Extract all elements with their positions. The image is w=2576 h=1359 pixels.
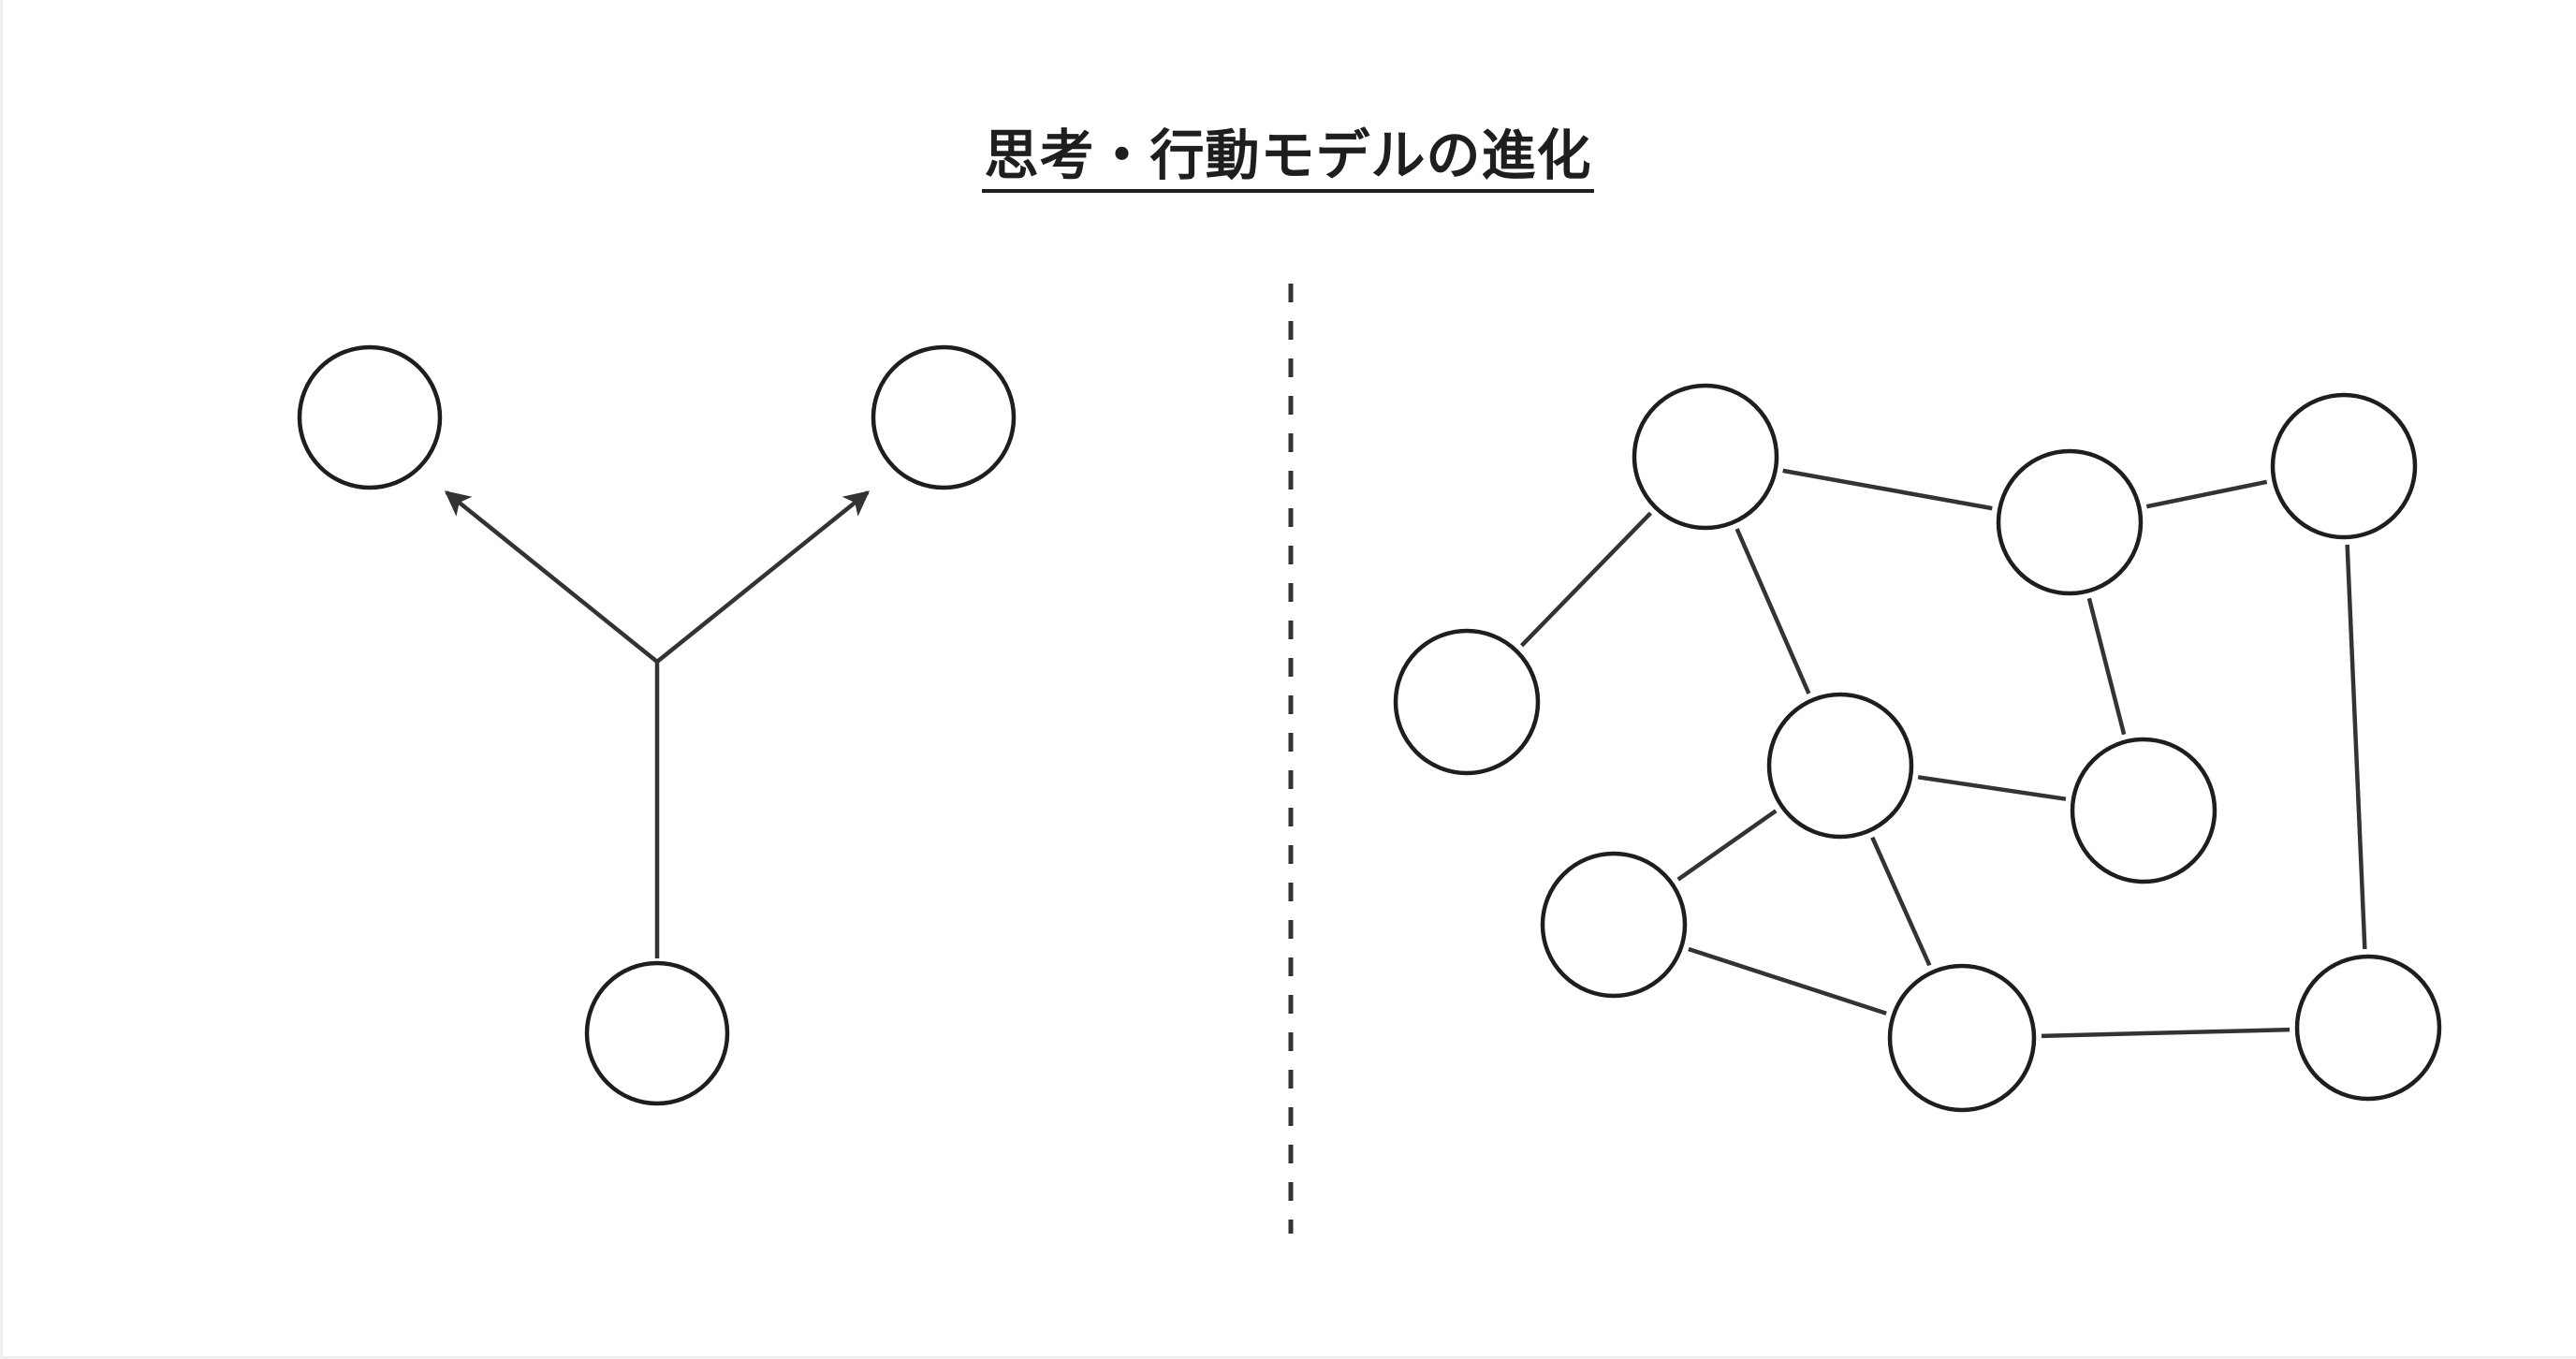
node-nbr	[2294, 954, 2442, 1102]
node-n2	[1996, 448, 2144, 596]
node-top-right	[871, 344, 1017, 490]
title-text: 思考・行動モデルの進化	[982, 124, 1594, 193]
edge-n3-nbr	[2345, 544, 2367, 950]
page-title: 思考・行動モデルの進化	[0, 124, 2576, 193]
edge-n2-nmr	[2086, 597, 2127, 736]
edge-nc-nbm	[1870, 836, 1932, 967]
node-bottom	[584, 960, 730, 1106]
node-n3	[2270, 392, 2418, 540]
arrow-to-top-right	[655, 490, 871, 664]
node-nc	[1766, 692, 1914, 840]
left-border	[0, 0, 3, 1359]
bottom-border	[0, 1356, 2576, 1359]
network-model	[1393, 383, 2442, 1113]
node-nl	[1393, 628, 1541, 776]
edge-nbm-nbr	[2041, 1027, 2291, 1039]
edge-nc-nll	[1676, 809, 1778, 882]
node-nll	[1540, 851, 1688, 999]
tree-model	[297, 344, 1017, 1106]
node-nmr	[2070, 737, 2217, 884]
edge-nc-nmr	[1917, 775, 2067, 801]
edge-n2-n3	[2145, 479, 2268, 509]
arrow-to-top-left	[444, 490, 659, 664]
node-n1	[1632, 383, 1779, 531]
node-nbm	[1887, 963, 2037, 1113]
edge-n1-nl	[1519, 511, 1653, 648]
edge-nll-nbm	[1688, 946, 1887, 1016]
edge-n1-n2	[1782, 468, 1993, 511]
edge-n1-nc	[1734, 528, 1811, 694]
node-top-left	[297, 344, 443, 490]
